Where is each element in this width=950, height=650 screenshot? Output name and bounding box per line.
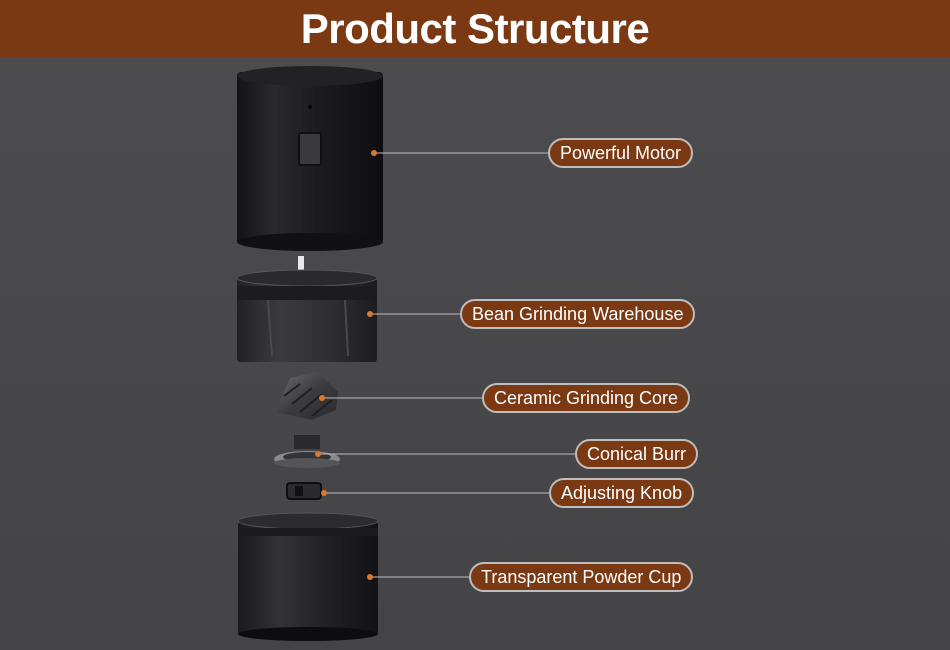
label-conical-burr: Conical Burr xyxy=(575,439,699,469)
title-banner: Product Structure xyxy=(0,0,950,58)
exploded-view xyxy=(0,58,950,650)
label-powerful-motor: Powerful Motor xyxy=(548,138,694,168)
marker-dot xyxy=(367,311,373,317)
leader-lines xyxy=(318,152,575,578)
powder-cup xyxy=(237,512,379,641)
adjusting-knob xyxy=(286,482,322,500)
drive-shaft xyxy=(298,256,304,270)
label-bean-grinding-warehouse: Bean Grinding Warehouse xyxy=(460,299,696,329)
ceramic-core xyxy=(276,372,338,420)
label-ceramic-grinding-core: Ceramic Grinding Core xyxy=(482,383,691,413)
marker-dot xyxy=(321,490,327,496)
marker-dot xyxy=(315,451,321,457)
page-title: Product Structure xyxy=(300,5,650,52)
marker-dot xyxy=(371,150,377,156)
marker-dot xyxy=(319,395,325,401)
label-transparent-powder-cup: Transparent Powder Cup xyxy=(469,562,694,592)
marker-dot xyxy=(367,574,373,580)
bean-warehouse xyxy=(236,269,378,362)
leader-markers xyxy=(315,150,377,580)
conical-burr xyxy=(274,435,340,468)
motor-housing xyxy=(237,66,383,251)
label-adjusting-knob: Adjusting Knob xyxy=(549,478,695,508)
